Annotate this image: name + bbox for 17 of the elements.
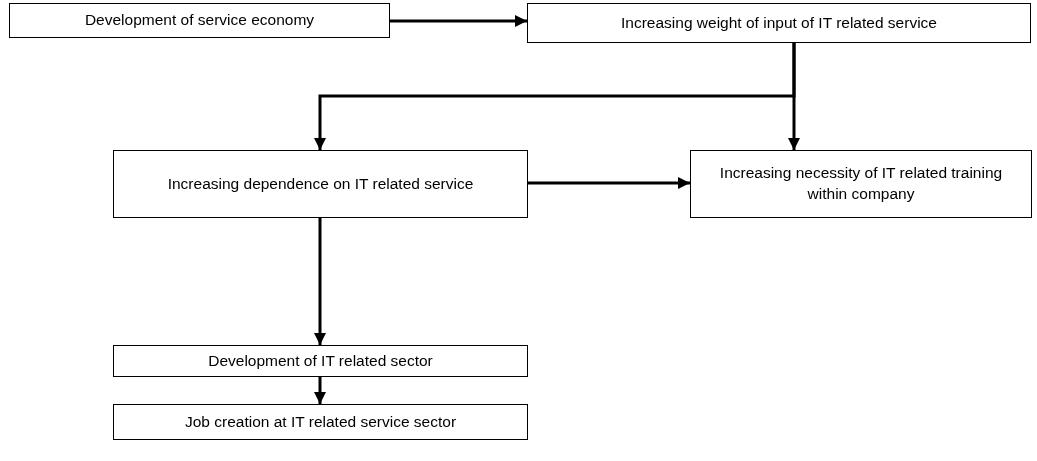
- box-text: Development of service economy: [84, 10, 315, 31]
- arrow: [314, 377, 326, 404]
- process-box: [113, 404, 528, 440]
- box-text: Increasing necessity of IT related training within company: [718, 163, 1004, 204]
- arrow: [390, 15, 527, 27]
- arrow: [528, 177, 690, 189]
- process-box: [527, 3, 1031, 43]
- process-box: [113, 150, 528, 218]
- box-text: Job creation at IT related service sector: [184, 411, 457, 432]
- process-box: [690, 150, 1032, 218]
- process-box: [9, 3, 390, 38]
- arrow: [314, 218, 326, 345]
- box-text: Development of IT related sector: [208, 350, 433, 371]
- box-text: Increasing weight of input of IT related service: [621, 12, 937, 33]
- process-box: [113, 345, 528, 377]
- arrow: [314, 43, 796, 150]
- box-text: Increasing dependence on IT related service: [167, 173, 474, 194]
